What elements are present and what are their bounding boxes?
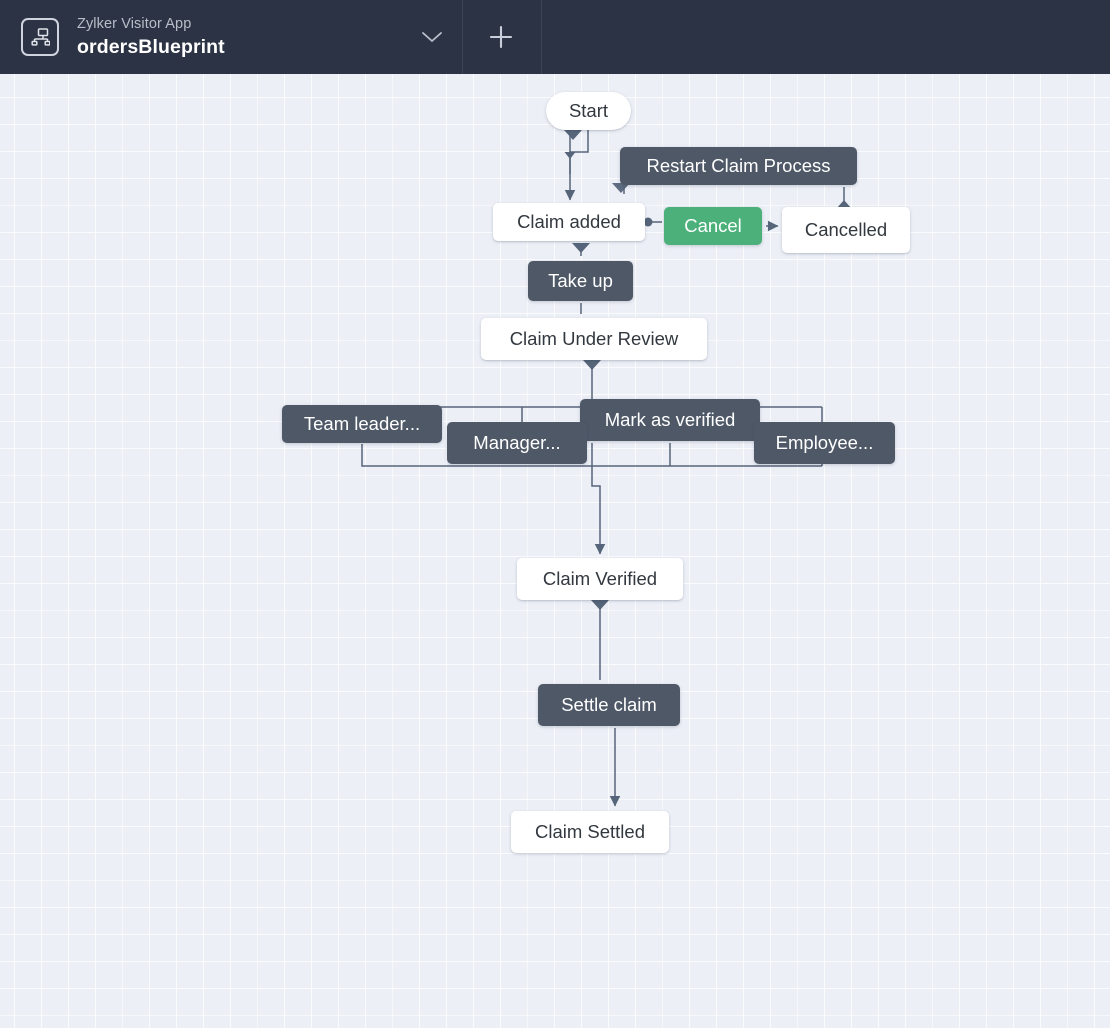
transition-label: Settle claim xyxy=(561,694,657,715)
transition-mark-as-verified[interactable]: Mark as verified xyxy=(580,399,760,441)
transition-label: Restart Claim Process xyxy=(646,155,831,176)
plus-icon xyxy=(489,25,513,49)
blueprint-switcher-button[interactable] xyxy=(412,0,452,74)
transition-take-up[interactable]: Take up xyxy=(528,261,633,301)
transition-label: Employee... xyxy=(775,432,874,453)
transition-team-leader[interactable]: Team leader... xyxy=(282,405,442,443)
arrowhead-cancelled-in xyxy=(836,200,852,209)
transition-label: Mark as verified xyxy=(604,409,736,430)
state-node-claim-settled[interactable]: Claim Settled xyxy=(511,811,669,853)
state-node-label: Cancelled xyxy=(804,219,888,240)
arrowhead-restart-out xyxy=(612,183,630,193)
state-node-label: Claim Under Review xyxy=(509,328,679,349)
arrowhead-claim-added-out xyxy=(572,243,590,253)
transition-cancel[interactable]: Cancel xyxy=(664,207,762,245)
arrowhead-verified-out xyxy=(591,600,609,610)
transition-label: Take up xyxy=(548,270,613,291)
state-node-claim-verified[interactable]: Claim Verified xyxy=(517,558,683,600)
transition-label: Team leader... xyxy=(303,413,421,434)
header-divider-left xyxy=(462,0,463,74)
transition-restart-claim-process[interactable]: Restart Claim Process xyxy=(620,147,857,185)
state-node-label: Claim Verified xyxy=(542,568,658,589)
arrowhead-review-out xyxy=(583,360,601,370)
header-title-block: Zylker Visitor App ordersBlueprint xyxy=(77,0,377,74)
state-node-cancelled[interactable]: Cancelled xyxy=(782,207,910,253)
state-node-start[interactable]: Start xyxy=(546,92,631,130)
app-name-label: Zylker Visitor App xyxy=(77,16,192,32)
arrowhead-start-out xyxy=(564,130,582,140)
add-blueprint-button[interactable] xyxy=(470,0,532,74)
state-node-label: Claim added xyxy=(517,211,621,232)
blueprint-name-label: ordersBlueprint xyxy=(77,36,225,58)
transition-manager[interactable]: Manager... xyxy=(447,422,587,464)
header-divider-right xyxy=(541,0,542,74)
state-node-claim-added[interactable]: Claim added xyxy=(493,203,645,241)
blueprint-canvas[interactable]: Start Claim added Cancelled Claim Under … xyxy=(0,74,1110,1028)
blueprint-app-icon[interactable] xyxy=(21,18,59,56)
state-node-claim-under-review[interactable]: Claim Under Review xyxy=(481,318,707,360)
transition-label: Manager... xyxy=(473,432,561,453)
app-header: Zylker Visitor App ordersBlueprint xyxy=(0,0,1110,74)
transition-label: Cancel xyxy=(684,215,742,236)
transition-settle-claim[interactable]: Settle claim xyxy=(538,684,680,726)
state-node-label: Start xyxy=(568,100,609,121)
transition-employee[interactable]: Employee... xyxy=(754,422,895,464)
chevron-down-icon xyxy=(422,32,442,42)
state-node-label: Claim Settled xyxy=(534,821,645,842)
